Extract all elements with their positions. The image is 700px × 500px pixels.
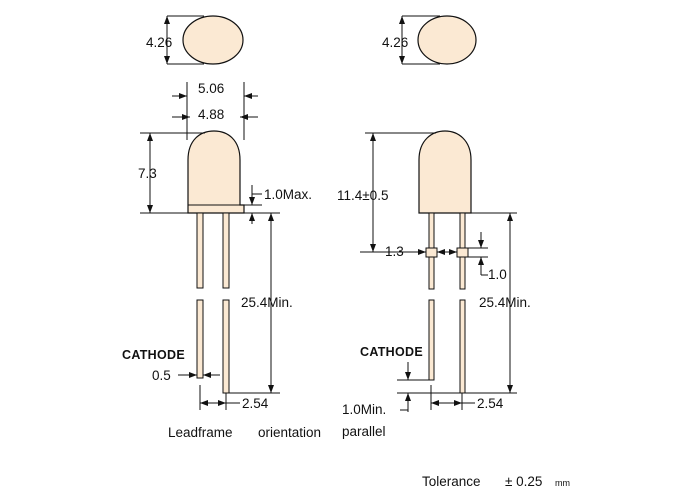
right-lead-length-label: 25.4Min. bbox=[479, 295, 531, 310]
right-standoff-width-label: 1.3 bbox=[385, 244, 404, 259]
left-body-height-label: 7.3 bbox=[138, 166, 157, 181]
left-inner-diameter-label: 4.88 bbox=[198, 107, 224, 122]
right-lead-spacing-label: 2.54 bbox=[477, 396, 504, 411]
right-parallel-label: parallel bbox=[342, 424, 386, 439]
left-flange-max-label: 1.0Max. bbox=[264, 187, 312, 202]
left-lead-width-label: 0.5 bbox=[152, 368, 171, 383]
caption-leadframe: Leadframe bbox=[168, 425, 233, 440]
left-outer-diameter-label: 5.06 bbox=[198, 81, 224, 96]
right-top-diameter-label: 4.26 bbox=[382, 35, 408, 50]
tolerance-value: ± 0.25 bbox=[505, 474, 542, 489]
right-standoff-anode bbox=[456, 247, 469, 258]
left-lead-spacing-label: 2.54 bbox=[242, 396, 269, 411]
left-lead-cathode-lower bbox=[196, 299, 204, 379]
tolerance-unit: mm bbox=[555, 478, 570, 488]
left-cathode-label: CATHODE bbox=[122, 348, 185, 362]
caption-orientation: orientation bbox=[258, 425, 321, 440]
left-top-diameter-label: 4.26 bbox=[146, 35, 172, 50]
right-lead-cathode-lower bbox=[428, 299, 435, 381]
left-led-body bbox=[187, 130, 245, 214]
left-top-ellipse bbox=[182, 15, 244, 65]
left-lead-anode-lower bbox=[222, 299, 230, 394]
right-standoff-cathode bbox=[425, 247, 438, 258]
right-total-height-label: 11.4±0.5 bbox=[337, 188, 388, 203]
right-lead-anode-lower bbox=[459, 299, 466, 394]
right-min-parallel-label: 1.0Min. bbox=[342, 402, 386, 417]
right-led-body bbox=[418, 130, 472, 214]
left-lead-anode-upper bbox=[222, 212, 230, 289]
tolerance-label: Tolerance bbox=[422, 474, 481, 489]
right-top-ellipse bbox=[417, 15, 477, 65]
right-cathode-label: CATHODE bbox=[360, 345, 423, 359]
left-lead-cathode-upper bbox=[196, 212, 204, 289]
left-lead-length-label: 25.4Min. bbox=[241, 295, 293, 310]
right-standoff-height-label: 1.0 bbox=[488, 267, 507, 282]
